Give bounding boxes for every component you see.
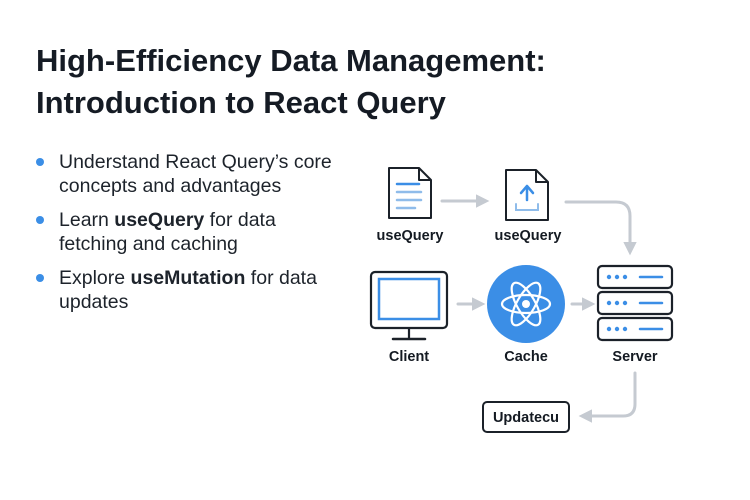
bullet-item: Explore useMutation for data updates	[36, 266, 336, 314]
node-label-cache: Cache	[504, 349, 548, 365]
bullet-item: Learn useQuery for data fetching and cac…	[36, 208, 336, 256]
node-label-client: Client	[389, 349, 429, 365]
arrow-upload-to-server	[564, 200, 637, 256]
node-label-update: Updatecu	[493, 410, 559, 426]
node-label-usequery-1: useQuery	[377, 228, 444, 244]
upload-document-icon	[505, 169, 549, 221]
bullet-keyword: useQuery	[114, 209, 205, 231]
document-icon	[388, 167, 432, 219]
bullet-dot-icon	[36, 158, 44, 166]
update-box: Updatecu	[482, 401, 570, 433]
node-label-usequery-2: useQuery	[495, 228, 562, 244]
bullet-text: Understand React Query’s core concepts a…	[59, 151, 332, 197]
server-stack-icon	[596, 264, 674, 342]
react-atom-icon	[487, 265, 565, 343]
title-line-1: High-Efficiency Data Management:	[36, 43, 546, 78]
bullet-item: Understand React Query’s core concepts a…	[36, 150, 336, 198]
bullet-text-rest: for data updates	[59, 267, 317, 313]
slide-title: High-Efficiency Data Management: Introdu…	[36, 40, 696, 124]
bullet-text-rest: for data fetching and caching	[59, 209, 276, 255]
bullet-list: Understand React Query’s core concepts a…	[36, 150, 336, 314]
monitor-icon	[369, 270, 449, 341]
bullet-text: Explore	[59, 267, 131, 289]
bullet-keyword: useMutation	[130, 267, 246, 289]
node-label-server: Server	[612, 349, 658, 365]
bullet-text: Learn	[59, 209, 115, 231]
bullet-dot-icon	[36, 216, 44, 224]
bullet-dot-icon	[36, 274, 44, 282]
title-line-2: Introduction to React Query	[36, 85, 446, 120]
arrow-server-to-update	[578, 371, 637, 423]
